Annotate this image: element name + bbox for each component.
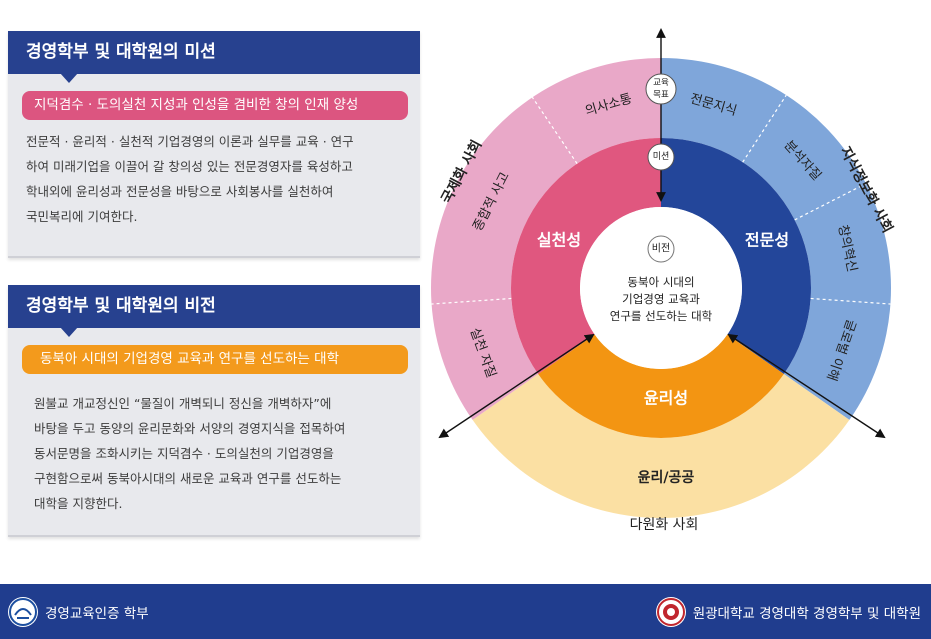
right-diagonal-arrow — [727, 333, 886, 439]
outer-divider — [531, 96, 578, 164]
university-seal-icon — [655, 597, 686, 627]
mission-title: 경영학부 및 대학원의 미션 — [26, 42, 216, 62]
mission-body: 전문적 · 윤리적 · 실천적 기업경영의 이론과 실무를 교육 · 연구 하여… — [26, 134, 354, 224]
society-label-bottom: 다원화 사회 — [630, 517, 699, 533]
footer-left: 경영교육인증 학부 — [8, 594, 149, 630]
vision-badge-label: 비전 — [652, 243, 670, 255]
outer-item-bottom: 윤리/공공 — [638, 470, 695, 486]
middle-sector-left — [511, 138, 661, 375]
accreditation-logo-icon — [8, 597, 38, 627]
goal-badge-circle — [645, 73, 677, 105]
vision-header: 경영학부 및 대학원의 비전 — [8, 285, 420, 337]
diagram-arrows — [438, 28, 886, 439]
mission-header-notch — [60, 73, 78, 83]
mission-header: 경영학부 및 대학원의 미션 — [8, 31, 420, 83]
center-text-line: 연구를 선도하는 대학 — [610, 309, 713, 323]
outer-sector-left — [431, 58, 661, 420]
mission-highlight: 지덕겸수 · 도의실천 지성과 인성을 겸비한 창의 인재 양성 — [22, 91, 408, 120]
footer-left-text: 경영교육인증 학부 — [45, 606, 149, 622]
goal-badge-line2: 목표 — [653, 90, 669, 100]
footer-right: 원광대학교 경영대학 경영학부 및 대학원 — [655, 594, 921, 630]
middle-sector-right — [661, 138, 811, 375]
diagram-rings — [431, 58, 891, 518]
center-text-line: 동북아 시대의 — [627, 275, 694, 289]
footer-bar: 경영교육인증 학부 원광대학교 경영대학 경영학부 및 대학원 — [0, 584, 931, 639]
vision-body: 원불교 개교정신인 “물질이 개벽되니 정신을 개벽하자”에 바탕을 두고 동양… — [34, 396, 346, 511]
vision-header-notch — [60, 327, 78, 337]
vision-title: 경영학부 및 대학원의 비전 — [26, 296, 216, 316]
outer-sector-right — [661, 58, 891, 420]
outer-divider — [431, 297, 512, 305]
outer-divider — [794, 183, 867, 221]
mission-badge-label: 미션 — [653, 151, 670, 162]
core-label-bottom: 윤리성 — [644, 389, 688, 408]
core-label-left: 실천성 — [537, 231, 581, 250]
goal-badge-line1: 교육 — [653, 78, 669, 88]
mission-badge-circle — [647, 143, 675, 171]
core-label-right: 전문성 — [745, 231, 789, 250]
left-diagonal-arrow — [438, 333, 595, 439]
center-text-line: 기업경영 교육과 — [622, 292, 700, 306]
vision-card: 경영학부 및 대학원의 비전 동북아 시대의 기업경영 교육과 연구를 선도하는… — [8, 285, 420, 537]
middle-sector-bottom — [538, 334, 784, 439]
outer-divider — [810, 297, 891, 305]
vision-highlight: 동북아 시대의 기업경영 교육과 연구를 선도하는 대학 — [22, 345, 408, 374]
outer-divider — [742, 94, 787, 163]
footer-right-text: 원광대학교 경영대학 경영학부 및 대학원 — [692, 606, 921, 622]
mission-card: 경영학부 및 대학원의 미션 지덕겸수 · 도의실천 지성과 인성을 겸비한 창… — [8, 31, 420, 258]
vision-badge-circle — [647, 235, 675, 263]
center-circle — [580, 207, 742, 369]
